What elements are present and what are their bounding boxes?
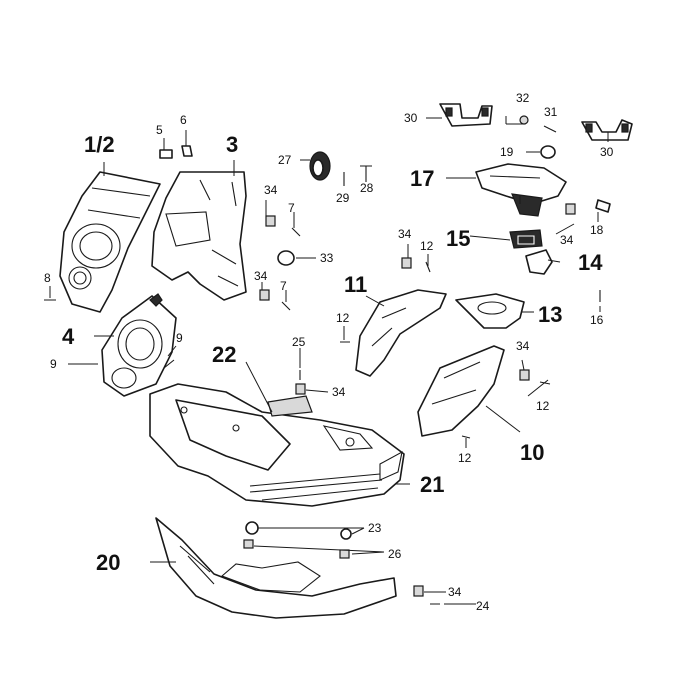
label-24: 24 <box>476 599 490 613</box>
label-6: 6 <box>180 113 187 127</box>
label-34f: 34 <box>332 385 346 399</box>
label-16: 16 <box>590 313 604 327</box>
part-bracket-30-left <box>439 103 493 127</box>
label-20: 20 <box>96 550 120 575</box>
label-30a: 30 <box>404 111 418 125</box>
part-front-shield <box>59 171 161 313</box>
label-34e: 34 <box>516 339 530 353</box>
label-34b: 34 <box>254 269 268 283</box>
label-4: 4 <box>62 324 75 349</box>
label-9b: 9 <box>176 331 183 345</box>
label-28: 28 <box>360 181 374 195</box>
label-12c: 12 <box>536 399 550 413</box>
label-12a: 12 <box>420 239 434 253</box>
label-22: 22 <box>212 342 236 367</box>
label-32: 32 <box>516 91 530 105</box>
label-12b: 12 <box>336 311 350 325</box>
label-7a: 7 <box>288 201 295 215</box>
part-cover-15 <box>509 229 543 249</box>
label-13: 13 <box>538 302 562 327</box>
label-10: 10 <box>520 440 544 465</box>
label-34g: 34 <box>448 585 462 599</box>
label-8: 8 <box>44 271 51 285</box>
part-inner-shield <box>151 171 247 301</box>
label-29: 29 <box>336 191 350 205</box>
callout-labels: 1/2 3 4 5 6 7 7 8 9 9 10 11 12 12 12 12 … <box>44 91 614 613</box>
label-31: 31 <box>544 105 558 119</box>
label-5: 5 <box>156 123 163 137</box>
label-23: 23 <box>368 521 382 535</box>
part-under-cover <box>155 517 397 619</box>
part-cover-14 <box>525 249 553 275</box>
part-side-panel-11 <box>355 289 447 377</box>
label-33: 33 <box>320 251 334 265</box>
part-headlight-bracket <box>101 293 177 397</box>
part-glovebox <box>455 293 525 329</box>
label-1-2: 1/2 <box>84 132 115 157</box>
part-floor-panel <box>149 383 405 507</box>
label-12d: 12 <box>458 451 472 465</box>
part-side-panel-10 <box>417 345 505 437</box>
leader-lines <box>49 116 609 605</box>
label-15: 15 <box>446 226 470 251</box>
label-34c: 34 <box>398 227 412 241</box>
label-34d: 34 <box>560 233 574 247</box>
label-21: 21 <box>420 472 444 497</box>
label-14: 14 <box>578 250 603 275</box>
label-27: 27 <box>278 153 292 167</box>
label-30b: 30 <box>600 145 614 159</box>
label-11: 11 <box>344 272 367 297</box>
label-19: 19 <box>500 145 514 159</box>
label-3: 3 <box>226 132 238 157</box>
label-25: 25 <box>292 335 306 349</box>
label-34a: 34 <box>264 183 278 197</box>
label-18: 18 <box>590 223 604 237</box>
label-7b: 7 <box>280 279 287 293</box>
label-9a: 9 <box>50 357 57 371</box>
part-handlebar-cover <box>475 163 567 217</box>
part-bracket-30-right <box>581 119 633 141</box>
label-26: 26 <box>388 547 402 561</box>
label-17: 17 <box>410 166 434 191</box>
